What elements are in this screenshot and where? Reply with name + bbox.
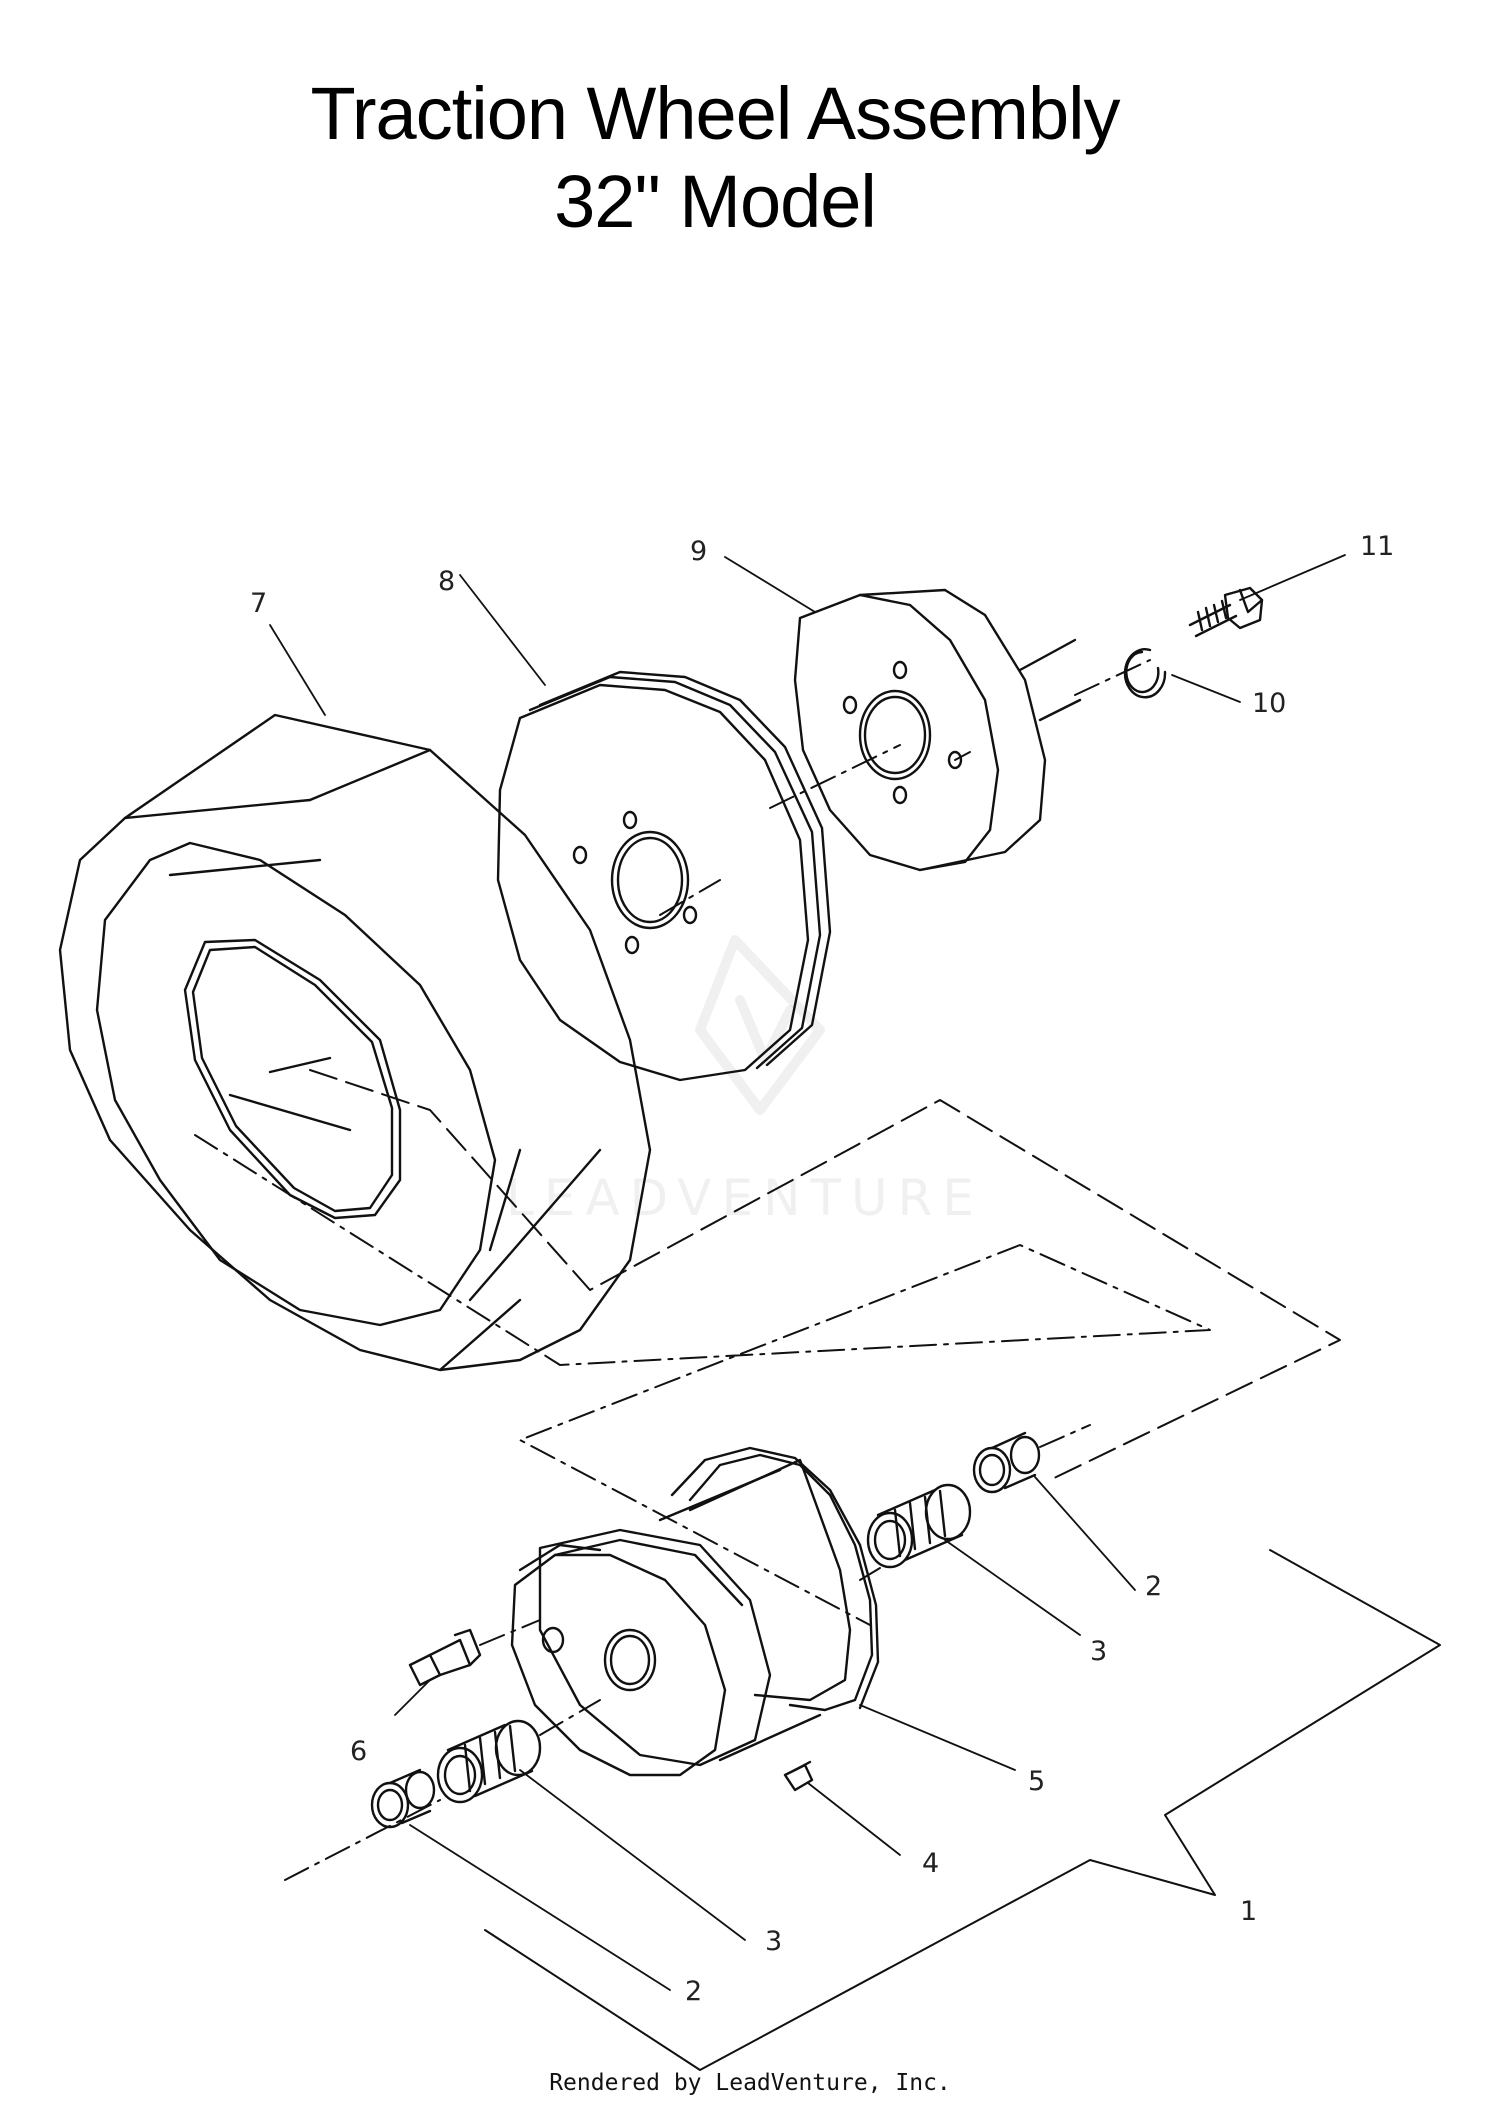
callout-2-upper: 2 — [1145, 1571, 1162, 1602]
callout-11: 11 — [1360, 531, 1394, 562]
page-title: Traction Wheel Assembly — [310, 72, 1120, 155]
title-block: Traction Wheel Assembly 32" Model — [0, 70, 1430, 246]
callout-5: 5 — [1028, 1766, 1045, 1797]
callout-8: 8 — [438, 566, 455, 597]
callout-9: 9 — [690, 536, 707, 567]
needle-bearing — [436, 1719, 542, 1804]
assembly-axis-lines-upper — [659, 659, 1151, 916]
hub-body — [510, 1446, 880, 1777]
callout-10: 10 — [1252, 688, 1286, 719]
rim — [496, 670, 832, 1082]
callout-bracket-1 — [484, 1549, 1441, 2071]
valve-stem — [408, 1628, 482, 1687]
callout-1: 1 — [1240, 1896, 1257, 1927]
leader-lines — [269, 554, 1346, 1991]
footer-credit: Rendered by LeadVenture, Inc. — [549, 2070, 951, 2096]
flange-bushing — [370, 1768, 436, 1829]
callout-7: 7 — [250, 588, 267, 619]
flange-bushing — [972, 1431, 1041, 1494]
callout-3-upper: 3 — [1090, 1636, 1107, 1667]
snap-ring — [1123, 648, 1167, 699]
callout-2-lower: 2 — [685, 1976, 702, 2007]
watermark-text: LEADVENTURE — [506, 1169, 984, 1227]
grease-fitting — [783, 1760, 814, 1792]
page-subtitle: 32" Model — [554, 160, 877, 243]
mounting-path-dash-dot — [194, 1134, 1211, 1626]
needle-bearing — [866, 1483, 972, 1569]
wheel-hub-disk — [793, 588, 1082, 872]
callout-6: 6 — [350, 1736, 367, 1767]
tire — [58, 713, 652, 1372]
callout-4: 4 — [922, 1848, 939, 1879]
callout-3-lower: 3 — [765, 1926, 782, 1957]
hex-bolt — [1188, 586, 1264, 638]
assembly-axis-lines-lower — [284, 1424, 1091, 1881]
